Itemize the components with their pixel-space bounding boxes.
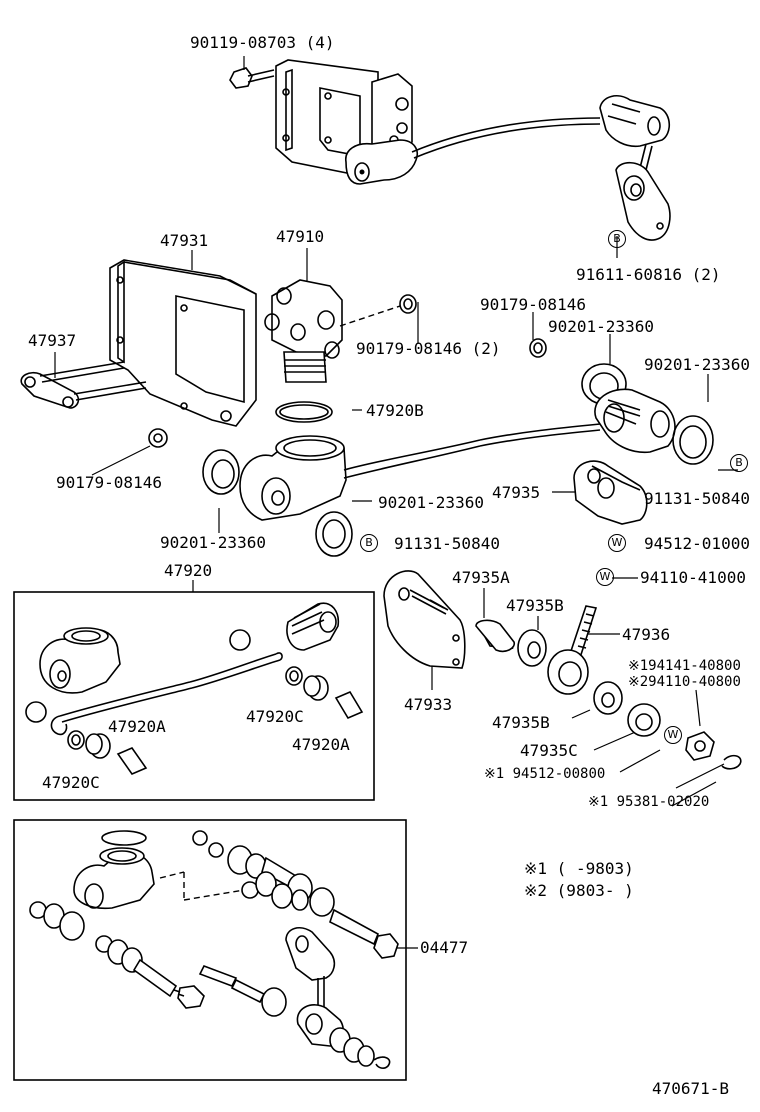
label-pin-note: ※1 95381-02020	[588, 794, 710, 810]
valve-47910-icon	[271, 279, 343, 357]
top-valve-assembly	[229, 59, 671, 241]
label-bolt-top: 90119-08703 (4)	[190, 33, 335, 52]
lever-47933-icon	[383, 570, 466, 669]
symbol-w-nut: W	[596, 568, 614, 586]
label-bracket-47931: 47931	[160, 231, 209, 250]
nut-small-icon	[399, 294, 417, 314]
symbol-b-center: B	[360, 534, 378, 552]
label-bushing-47935b-low: 47935B	[492, 713, 550, 732]
collar-47935c-icon	[627, 703, 661, 737]
symbol-w-low: W	[664, 726, 682, 744]
label-nut-mid-b: 90179-08146	[480, 295, 586, 314]
label-washer-note: ※1 94512-00800	[484, 766, 606, 782]
label-note-nut-2: ※294110-40800	[628, 674, 741, 690]
symbol-b-top: B	[608, 230, 626, 248]
label-oring-47920b: 47920B	[366, 401, 424, 420]
label-47920a-right: 47920A	[292, 735, 350, 754]
bracket-47931-icon	[109, 259, 257, 427]
sleeve-47920a-right-icon	[334, 690, 364, 720]
label-47920c-left: 47920C	[42, 773, 100, 792]
label-valve-47910: 47910	[276, 227, 325, 246]
label-gasket-right-a: 90201-23360	[548, 317, 654, 336]
bolt-top-icon	[229, 67, 275, 89]
right-joint-assembly	[529, 338, 714, 525]
label-union-bolt-b: 91131-50840	[644, 489, 750, 508]
kit-47920-box	[13, 591, 375, 801]
note-line-1: ※1 ( -9803)	[524, 859, 634, 878]
label-gasket-left: 90201-23360	[160, 533, 266, 552]
stud-47936-icon	[547, 605, 598, 695]
gasket-center-icon	[315, 511, 353, 557]
label-washer-w1: 94512-01000	[644, 534, 750, 553]
ring-47920c-left-icon	[67, 730, 85, 750]
nut-mid-icon	[529, 338, 547, 358]
sleeve-47920a-left-icon	[116, 747, 148, 775]
label-stud-47936: 47936	[622, 625, 671, 644]
lever-assembly	[383, 570, 742, 770]
nut-left-icon	[148, 428, 168, 448]
label-union-bolt-a: 91131-50840	[394, 534, 500, 553]
symbol-w-top: W	[608, 534, 626, 552]
ring-47920c-right-icon	[285, 666, 303, 686]
label-lever-47933: 47933	[404, 695, 453, 714]
gasket-right-b-icon	[672, 415, 714, 465]
label-collar-47935c: 47935C	[520, 741, 578, 760]
label-link-47935: 47935	[492, 483, 541, 502]
label-shaft-47935a: 47935A	[452, 568, 510, 587]
bushing-47935b-low-icon	[593, 681, 623, 715]
label-nut-mid-a: 90179-08146 (2)	[356, 339, 501, 358]
middle-bracket-assembly	[20, 259, 601, 557]
oring-47920b-icon	[275, 401, 333, 423]
note-line-2: ※2 (9803- )	[524, 881, 634, 900]
label-bolt-47937: 47937	[28, 331, 77, 350]
label-kit-04477: 04477	[420, 938, 469, 957]
label-gasket-right-b: 90201-23360	[644, 355, 750, 374]
cotter-pin-icon	[721, 754, 742, 770]
kit-04477-box	[13, 819, 407, 1081]
label-nut-w: 94110-41000	[640, 568, 746, 587]
label-47920c-right: 47920C	[246, 707, 304, 726]
symbol-leaders	[671, 781, 717, 807]
label-note-nut-1: ※194141-40800	[628, 658, 741, 674]
leader-lines	[54, 56, 738, 949]
label-gasket-center: 90201-23360	[378, 493, 484, 512]
figure-id: 470671-B	[652, 1079, 730, 1098]
label-nut-left: 90179-08146	[56, 473, 162, 492]
bracket-bolt-47937-icon	[20, 361, 147, 409]
gasket-left-icon	[202, 449, 240, 495]
link-plate-47935-icon	[573, 460, 648, 525]
castle-nut-icon	[685, 731, 715, 761]
label-kit-47920: 47920	[164, 561, 213, 580]
label-47920a-left: 47920A	[108, 717, 166, 736]
label-bracket-b: 91611-60816 (2)	[576, 265, 721, 284]
symbol-b-right: B	[730, 454, 748, 472]
label-bushing-47935b-top: 47935B	[506, 596, 564, 615]
bushing-47935b-top-icon	[517, 629, 547, 667]
